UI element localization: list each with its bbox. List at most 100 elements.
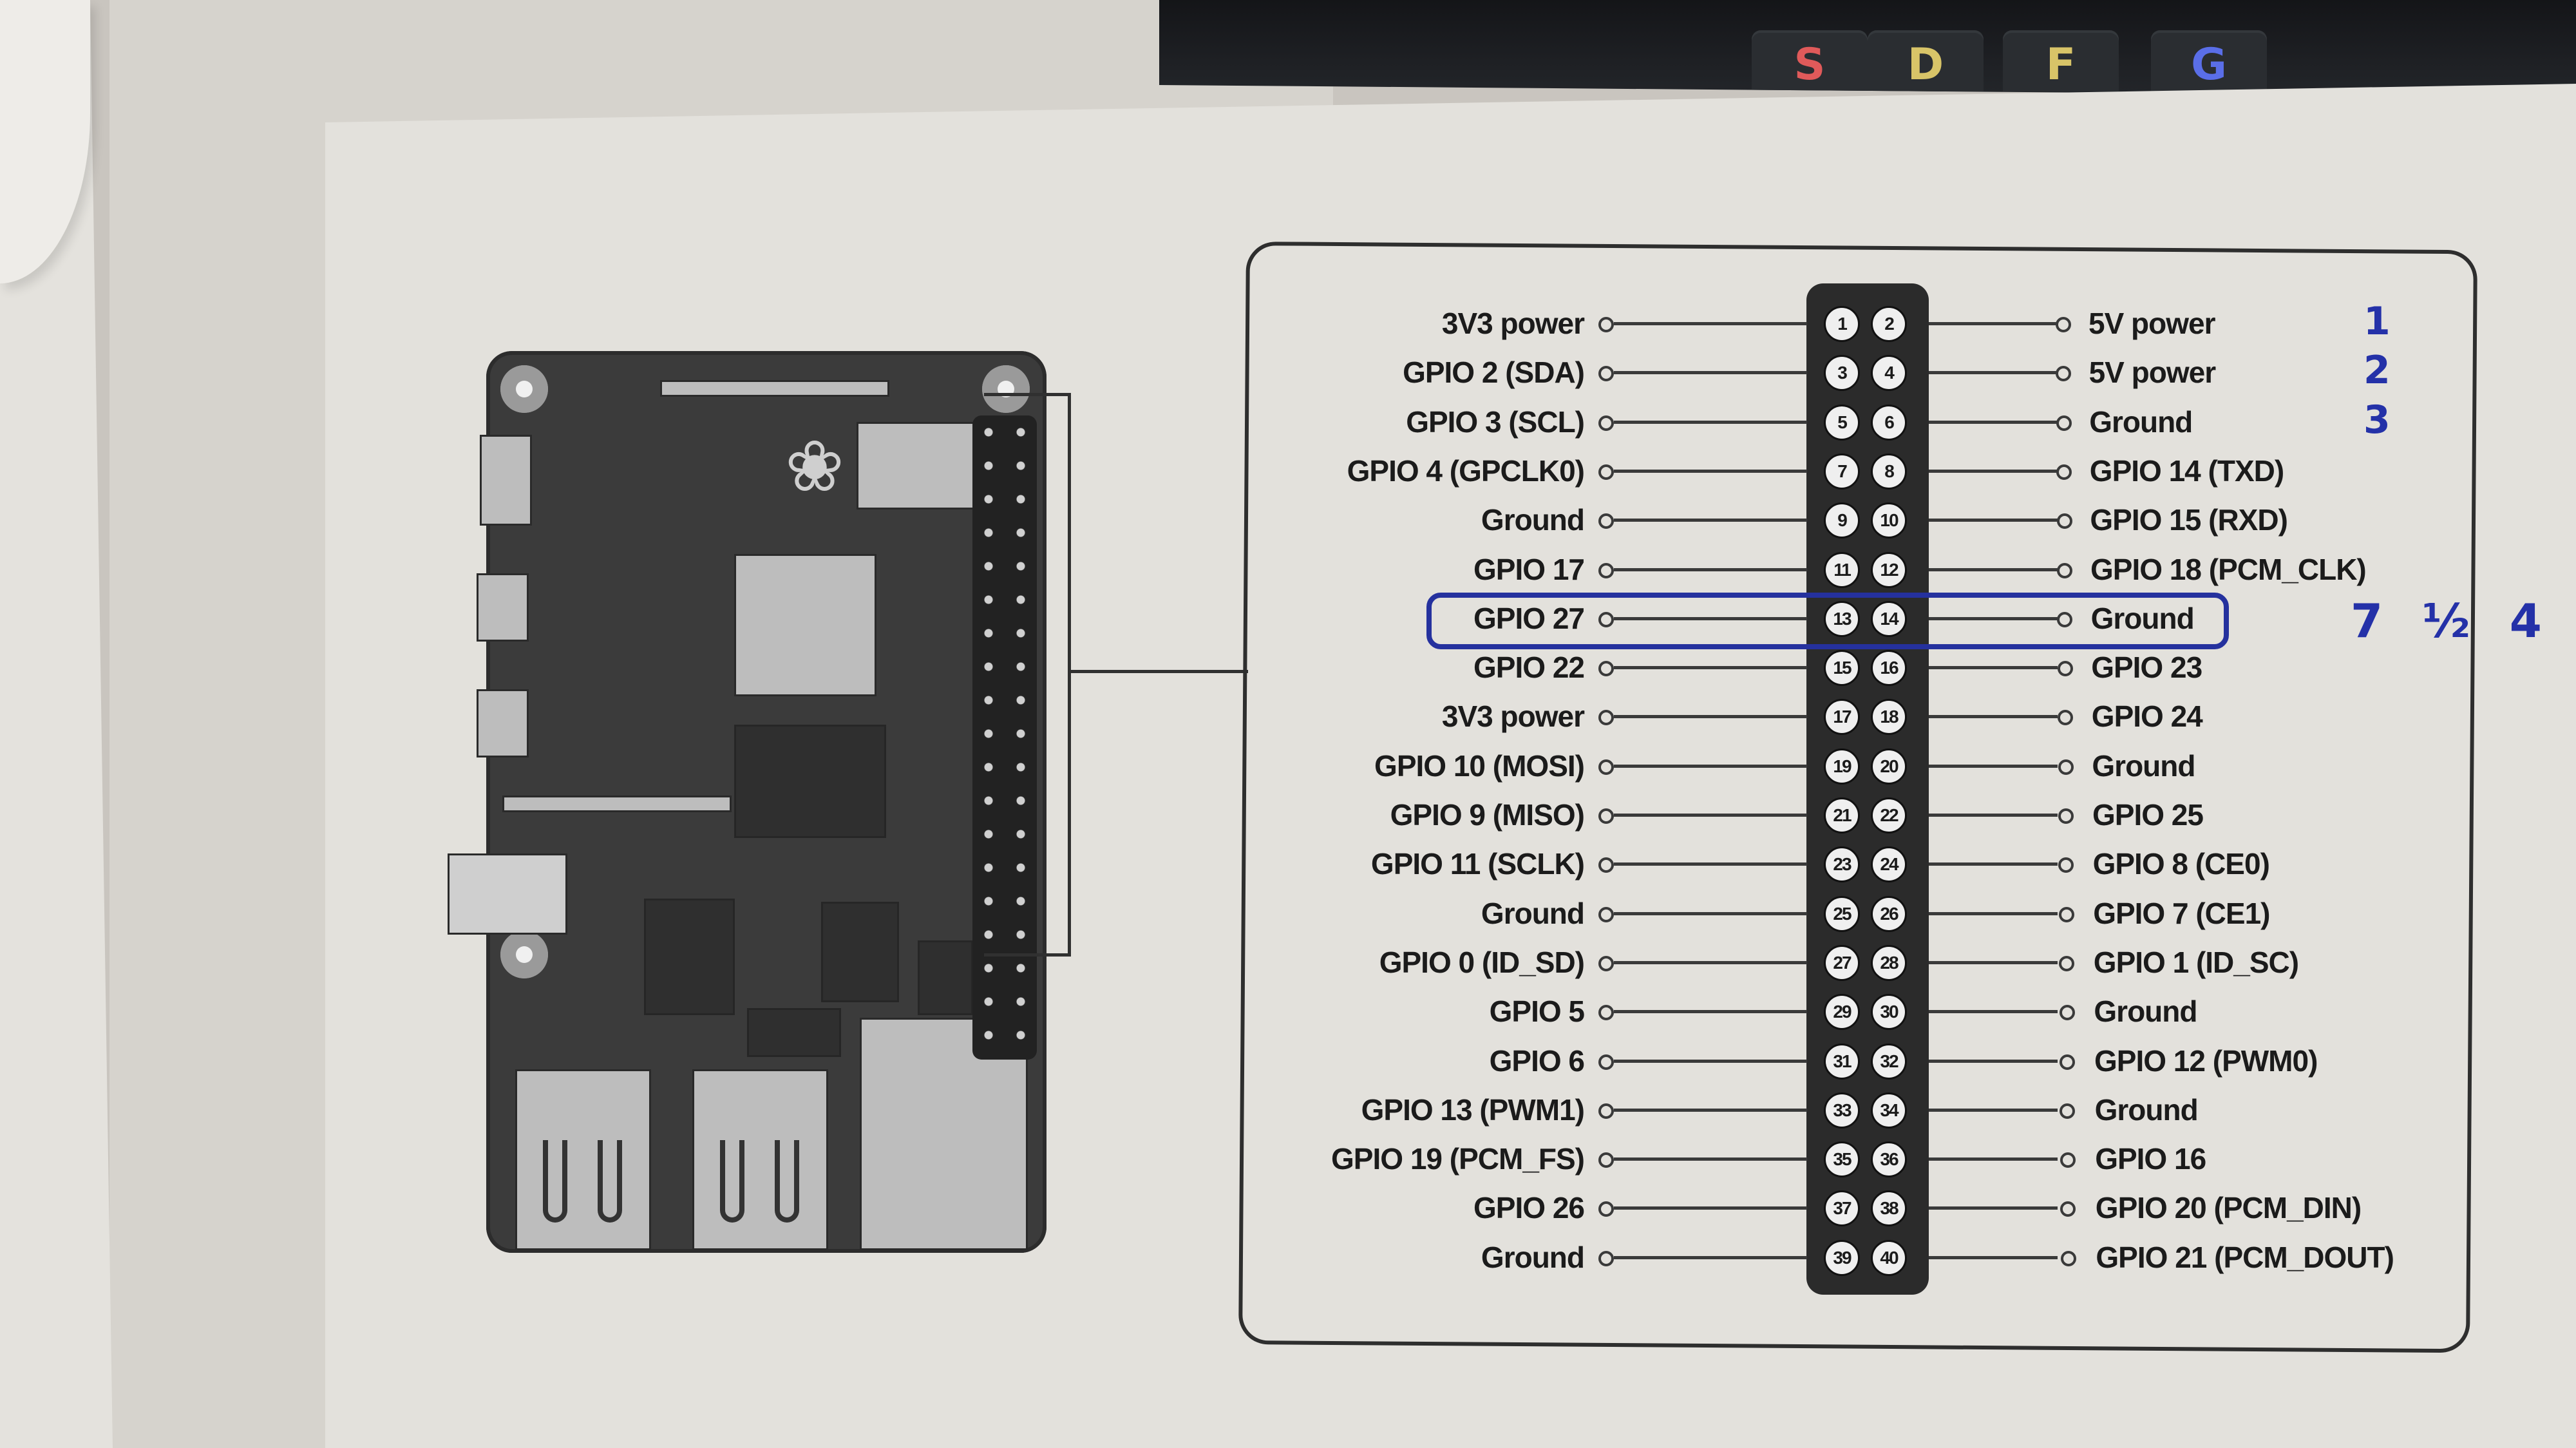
pin-number: 36 (1871, 1141, 1907, 1178)
pin-terminal-icon (1598, 759, 1614, 775)
pin-lead-line (1929, 1255, 2058, 1259)
pin-lead-line (1614, 862, 1807, 866)
pin-label: GPIO 1 (ID_SC) (2093, 945, 2299, 979)
pin-number: 18 (1871, 699, 1907, 736)
pin-lead-line (1614, 715, 1807, 719)
pin-row-right: GPIO 1 (ID_SC) (2094, 943, 2454, 982)
pin-row-right: Ground (2095, 1091, 2456, 1129)
pin-number: 23 (1824, 846, 1860, 883)
pin-terminal-icon (1598, 611, 1614, 627)
pin-label: Ground (2092, 748, 2195, 783)
keyboard-key: G (2151, 30, 2267, 91)
pin-label: 5V power (2088, 307, 2216, 340)
pin-lead-line (1929, 322, 2058, 325)
pin-lead-line (1614, 469, 1807, 473)
pin-terminal-icon (1598, 317, 1614, 332)
pin-lead-line (1929, 616, 2058, 620)
pin-label: GPIO 10 (MOSI) (1374, 748, 1585, 783)
pin-number: 40 (1871, 1239, 1907, 1276)
audio-jack-icon (448, 853, 567, 935)
pin-label: GPIO 14 (TXD) (2089, 453, 2284, 488)
pin-row-right: GPIO 8 (CE0) (2093, 844, 2454, 883)
ram-chip-icon (734, 725, 886, 838)
poe-header-icon (918, 940, 973, 1015)
display-connector-icon (660, 380, 889, 397)
pin-row-right: 5V power (2089, 353, 2450, 392)
pin-row-left: GPIO 22 (1224, 648, 1585, 687)
gpio-header-icon (972, 415, 1037, 1060)
handwritten-note: 1 (2363, 299, 2391, 344)
pin-row-right: GPIO 23 (2091, 648, 2452, 687)
pin-number: 28 (1871, 944, 1907, 981)
pin-lead-line (1614, 666, 1807, 670)
pin-lead-line (1614, 911, 1807, 915)
pin-row-left: GPIO 6 (1224, 1042, 1585, 1080)
gpio-pin-header (1806, 283, 1929, 1295)
pin-label: GPIO 20 (PCM_DIN) (2095, 1191, 2362, 1225)
pin-number: 3 (1824, 355, 1860, 392)
pin-number: 1 (1824, 306, 1860, 342)
gpio-header-callout-bracket (984, 393, 1071, 957)
pin-number: 30 (1871, 994, 1907, 1031)
pin-number: 39 (1824, 1239, 1860, 1276)
pin-label: Ground (2094, 1092, 2199, 1127)
pin-lead-line (1614, 616, 1807, 620)
pin-lead-line (1614, 1255, 1807, 1259)
pin-terminal-icon (1598, 1201, 1614, 1217)
pin-number: 16 (1871, 650, 1907, 687)
pin-lead-line (1614, 764, 1807, 768)
wireless-module-icon (857, 422, 976, 510)
pin-label: Ground (1481, 1240, 1585, 1274)
pin-number: 10 (1871, 502, 1907, 539)
pin-number: 14 (1871, 600, 1907, 637)
mounting-hole-icon (500, 931, 548, 978)
keyboard-key: D (1868, 30, 1984, 91)
pin-row-right: Ground (2094, 992, 2454, 1031)
pin-label: 3V3 power (1441, 700, 1585, 734)
pin-terminal-icon (2058, 808, 2074, 824)
pin-terminal-icon (1598, 955, 1614, 971)
pin-lead-line (1614, 1010, 1807, 1014)
pin-lead-line (1929, 862, 2058, 866)
pin-label: GPIO 18 (PCM_CLK) (2090, 552, 2367, 586)
pin-label: GPIO 5 (1489, 995, 1585, 1029)
pin-label: Ground (1481, 503, 1585, 537)
usb-controller-chip-icon (644, 899, 735, 1015)
pin-label: GPIO 21 (PCM_DOUT) (2096, 1240, 2394, 1274)
ethernet-chip-icon (821, 902, 899, 1002)
keyboard-key-label: D (1907, 39, 1944, 90)
pin-label: GPIO 7 (CE1) (2093, 896, 2270, 930)
pin-label: 3V3 power (1441, 307, 1585, 340)
pin-row-right: GPIO 20 (PCM_DIN) (2096, 1188, 2456, 1227)
pin-label: GPIO 6 (1489, 1043, 1585, 1078)
pin-label: GPIO 25 (2092, 798, 2204, 832)
pin-terminal-icon (2057, 661, 2073, 677)
pin-label: GPIO 24 (2091, 700, 2203, 734)
pin-number: 2 (1871, 306, 1907, 342)
pin-terminal-icon (2057, 611, 2073, 627)
pin-row-right: Ground (2089, 403, 2450, 441)
pin-terminal-icon (2057, 562, 2072, 578)
soc-chip-icon (734, 554, 876, 696)
pin-terminal-icon (1598, 464, 1614, 480)
pin-lead-line (1929, 371, 2058, 375)
pin-terminal-icon (2056, 513, 2072, 529)
pin-row-right: Ground (2092, 747, 2452, 785)
pin-number: 29 (1824, 994, 1860, 1031)
pin-terminal-icon (2058, 857, 2074, 873)
pin-row-right: GPIO 25 (2092, 795, 2453, 834)
pin-row-right: 5V power (2088, 304, 2449, 343)
pin-row-left: GPIO 10 (MOSI) (1224, 747, 1585, 785)
mounting-hole-icon (982, 365, 1030, 413)
pin-lead-line (1614, 322, 1807, 325)
pin-label: GPIO 4 (GPCLK0) (1347, 453, 1585, 488)
pin-number: 31 (1824, 1043, 1860, 1080)
pin-number: 22 (1871, 797, 1907, 834)
pin-number: 24 (1871, 846, 1907, 883)
pin-terminal-icon (2056, 464, 2072, 480)
pin-terminal-icon (2059, 955, 2075, 971)
pin-row-left: GPIO 19 (PCM_FS) (1224, 1139, 1585, 1178)
pin-terminal-icon (1598, 857, 1614, 873)
pin-lead-line (1614, 1157, 1807, 1161)
handwritten-note: 3 (2363, 397, 2391, 443)
